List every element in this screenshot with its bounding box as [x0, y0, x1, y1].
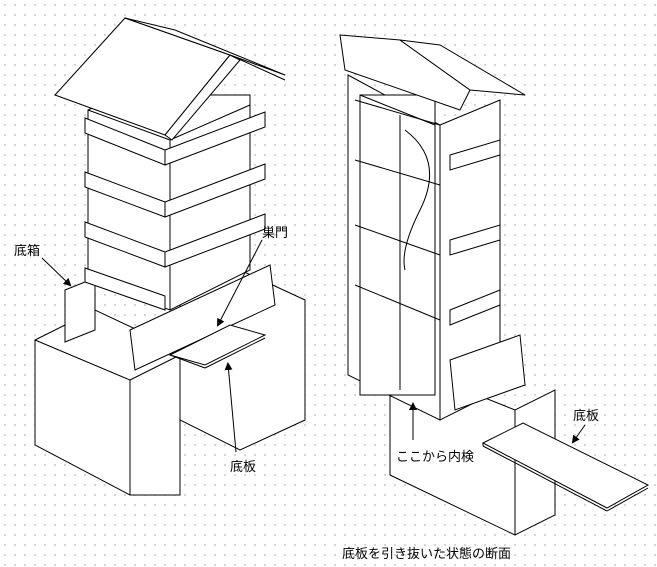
arrow-bottom-board-left: [224, 362, 237, 453]
label-hive-entrance: 巣門: [262, 226, 289, 241]
arrow-hive-entrance: [217, 239, 263, 327]
label-bottom-board-left: 底板: [230, 460, 257, 475]
right-roof: [339, 34, 526, 111]
left-roof: [54, 17, 286, 141]
arrow-bottom-box: [41, 257, 72, 287]
left-hive-boxes: [84, 94, 266, 311]
right-frame: [347, 74, 526, 421]
label-bottom-box: 底箱: [14, 244, 41, 259]
arrow-bottom-board-right: [571, 424, 586, 444]
right-bottom-board: [481, 422, 650, 512]
caption: 底板を引き抜いた状態の断面: [342, 547, 512, 562]
label-inspect-from-here: ここから内検: [396, 450, 475, 465]
left-bottom-board: [168, 324, 267, 369]
label-bottom-board-right: 底板: [573, 409, 600, 424]
